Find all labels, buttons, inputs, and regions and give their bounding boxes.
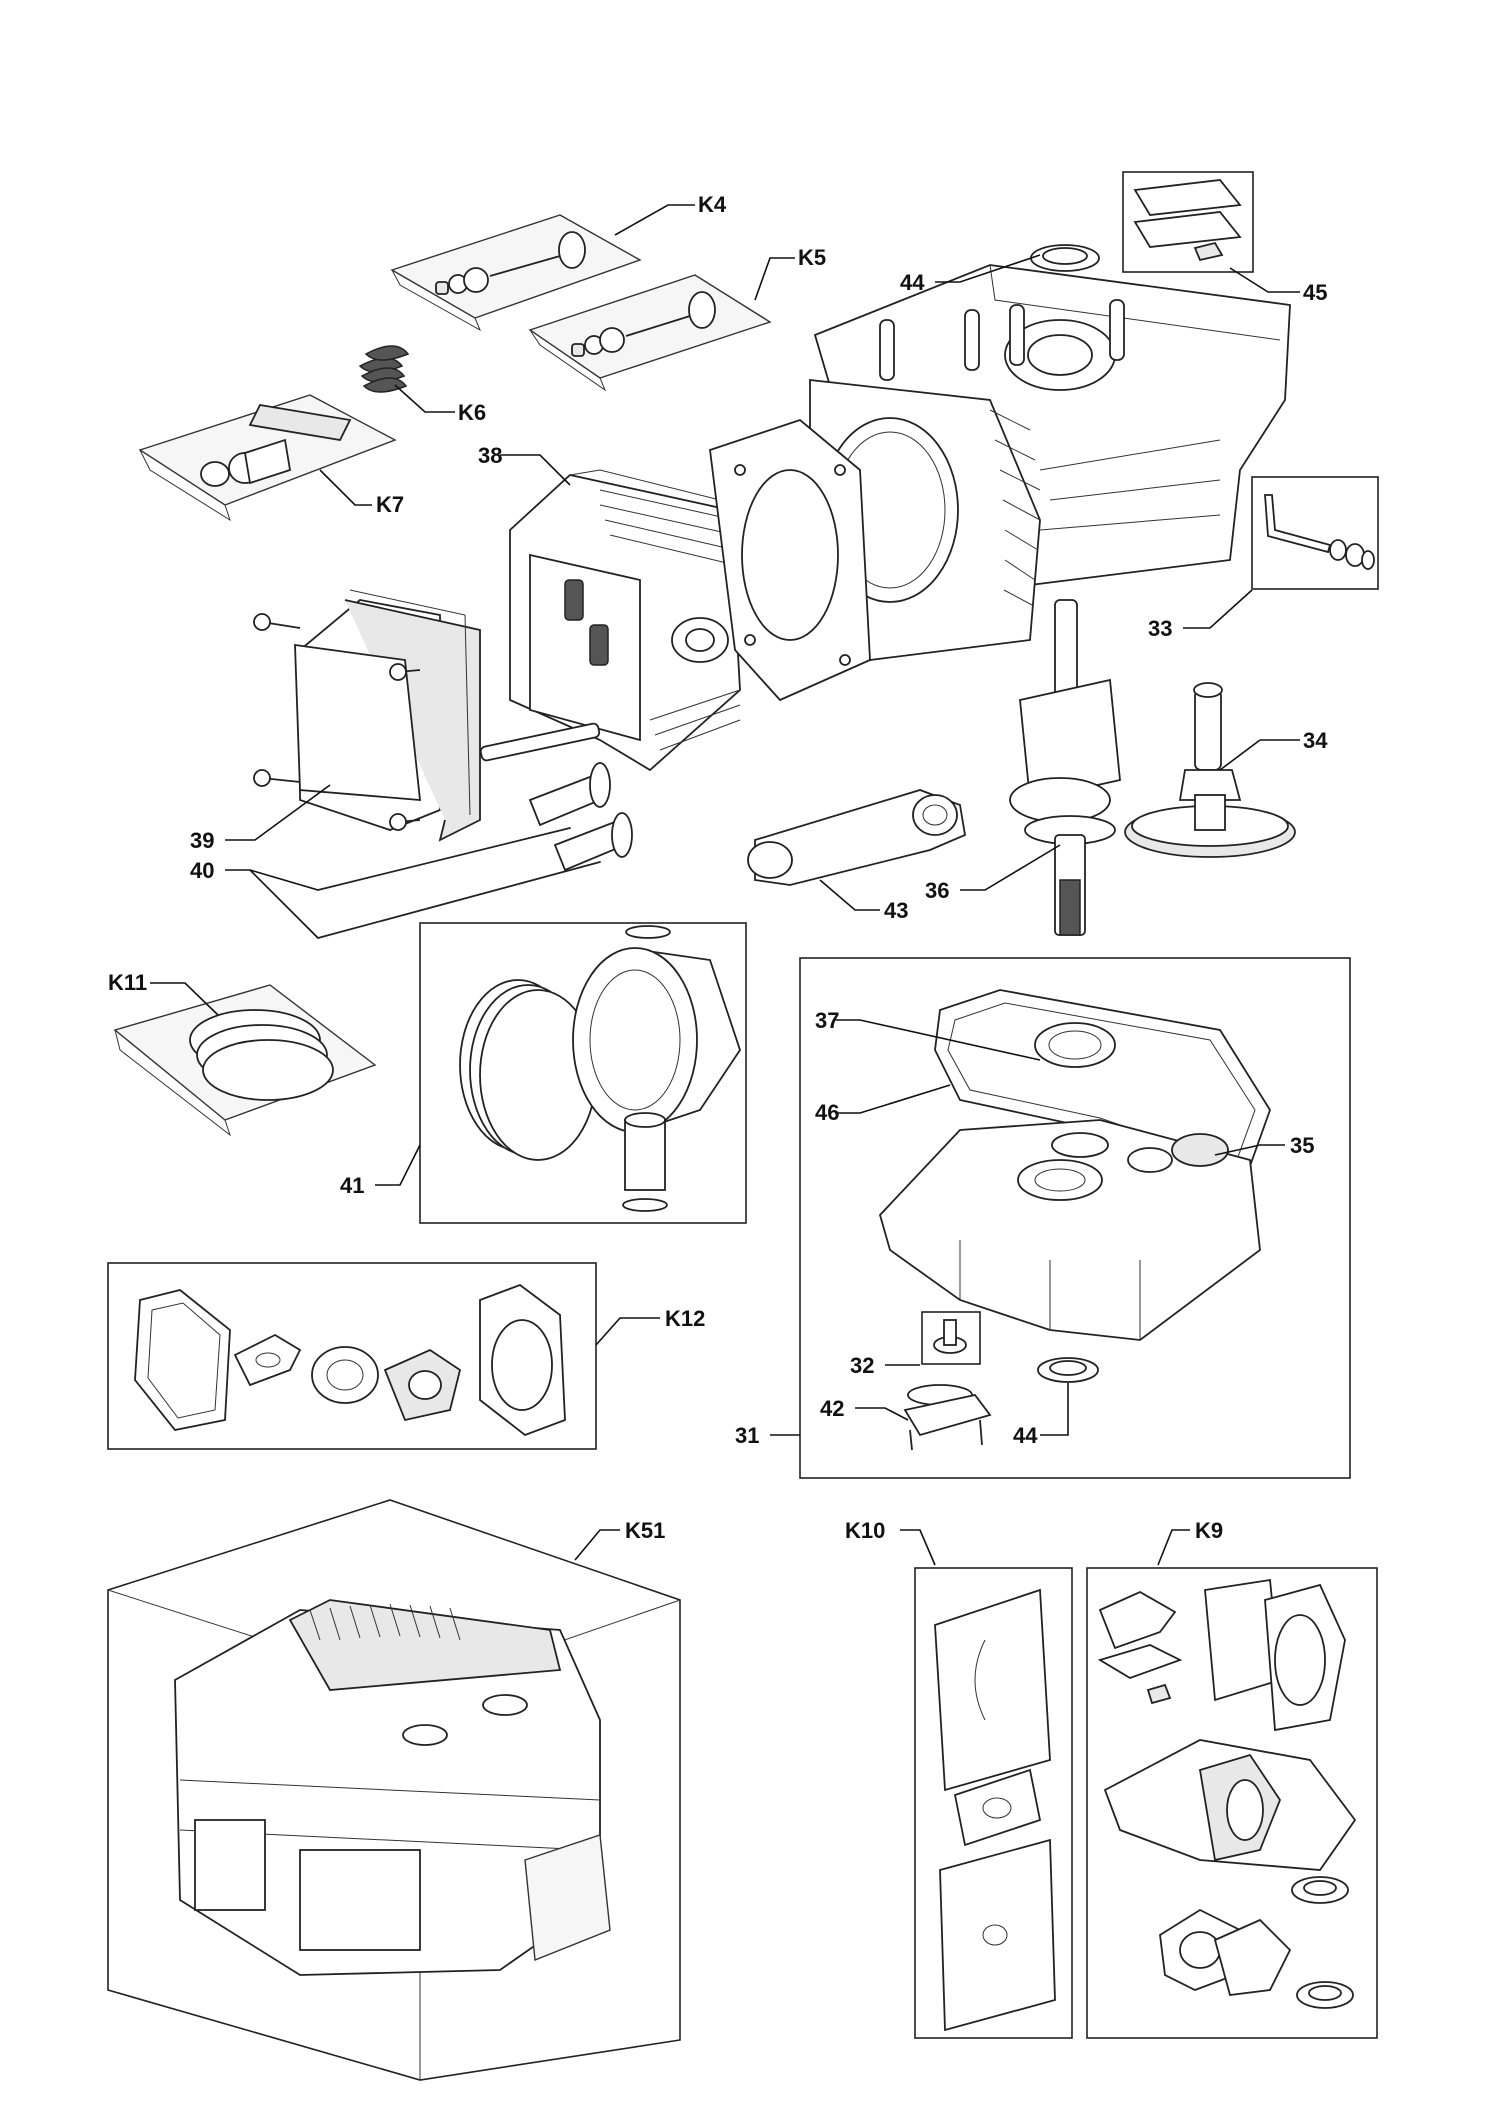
label-44-bottom: 44 xyxy=(1013,1423,1038,1448)
label-44-top: 44 xyxy=(900,270,925,295)
push-rods-40 xyxy=(317,762,633,939)
label-38: 38 xyxy=(478,443,502,468)
label-k11: K11 xyxy=(108,970,147,995)
leader-lines xyxy=(150,204,1300,1566)
valve-kit-k5 xyxy=(528,274,772,392)
governor-lever-33 xyxy=(1251,476,1379,590)
label-31: 31 xyxy=(735,1423,759,1448)
label-32: 32 xyxy=(850,1353,874,1378)
crankshaft-36 xyxy=(1009,599,1121,936)
label-k10: K10 xyxy=(845,1518,885,1543)
cover-gasket-45 xyxy=(1122,171,1254,273)
label-43: 43 xyxy=(884,898,908,923)
gasket-set-k9 xyxy=(1086,1567,1378,2039)
label-33: 33 xyxy=(1148,616,1172,641)
piston-ring-kit-k11 xyxy=(113,984,377,1137)
head-gasket xyxy=(709,418,871,702)
label-k51: K51 xyxy=(625,1518,665,1543)
part-labels: K4 K5 K6 K7 44 45 38 33 34 39 40 43 36 K… xyxy=(108,192,1328,1543)
label-k5: K5 xyxy=(798,245,826,270)
label-39: 39 xyxy=(190,828,214,853)
label-36: 36 xyxy=(925,878,949,903)
label-34: 34 xyxy=(1303,728,1328,753)
connecting-rod-43 xyxy=(747,789,967,886)
label-46: 46 xyxy=(815,1100,839,1125)
cylinder-head-38 xyxy=(479,469,741,772)
crankcase xyxy=(809,264,1291,661)
label-k9: K9 xyxy=(1195,1518,1223,1543)
label-40: 40 xyxy=(190,858,214,883)
label-k6: K6 xyxy=(458,400,486,425)
sump-assembly-31 xyxy=(799,957,1351,1479)
label-35: 35 xyxy=(1290,1133,1314,1158)
piston-41 xyxy=(419,922,747,1224)
oil-seal-44-top xyxy=(1030,244,1100,272)
label-41: 41 xyxy=(340,1173,364,1198)
label-45: 45 xyxy=(1303,280,1327,305)
valve-spring-k6 xyxy=(358,345,410,393)
insulator-kit-k10 xyxy=(914,1567,1073,2039)
label-k4: K4 xyxy=(698,192,727,217)
label-37: 37 xyxy=(815,1008,839,1033)
valve-kit-k4 xyxy=(390,214,642,332)
label-42: 42 xyxy=(820,1396,844,1421)
valve-cover-39 xyxy=(253,589,481,842)
gasket-kit-k12 xyxy=(107,1262,597,1450)
label-k7: K7 xyxy=(376,492,404,517)
label-k12: K12 xyxy=(665,1306,705,1331)
rocker-kit-k7 xyxy=(138,394,397,522)
complete-engine-k51 xyxy=(107,1499,681,2081)
camshaft-34 xyxy=(1124,682,1296,858)
